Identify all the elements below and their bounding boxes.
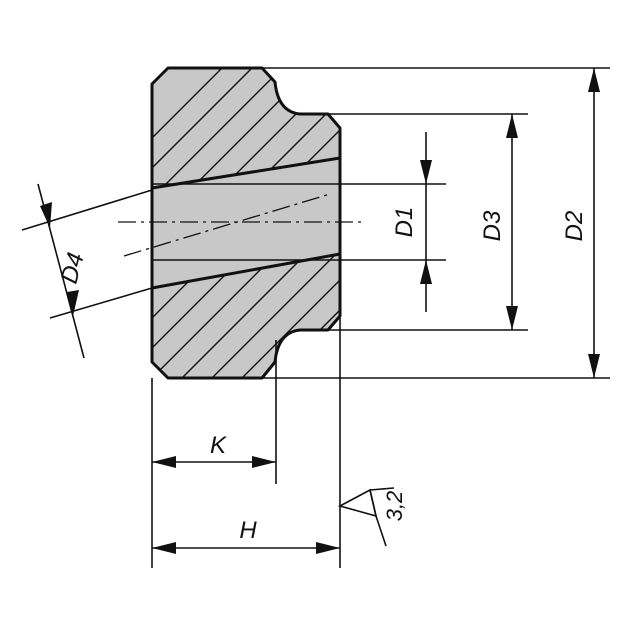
dimension-d3: D3: [479, 114, 518, 330]
dimension-k: K: [152, 432, 276, 468]
label-d4: D4: [56, 250, 90, 287]
extension-lines: [21, 67, 610, 568]
label-d3: D3: [479, 210, 506, 241]
part-section: [150, 66, 342, 380]
dimension-d2: D2: [561, 68, 600, 378]
dimension-d1: D1: [391, 132, 432, 312]
dimension-d4: D4: [37, 183, 90, 359]
label-h: H: [239, 517, 257, 544]
label-d2: D2: [561, 211, 588, 242]
centerline-inclined: [123, 193, 331, 257]
label-k: K: [210, 432, 227, 459]
label-d1: D1: [391, 207, 418, 238]
bore-edge-top: [151, 156, 341, 190]
dimension-h: H: [152, 517, 340, 554]
roughness-value: 3,2: [382, 491, 407, 522]
roughness-symbol: 3,2: [337, 487, 407, 547]
